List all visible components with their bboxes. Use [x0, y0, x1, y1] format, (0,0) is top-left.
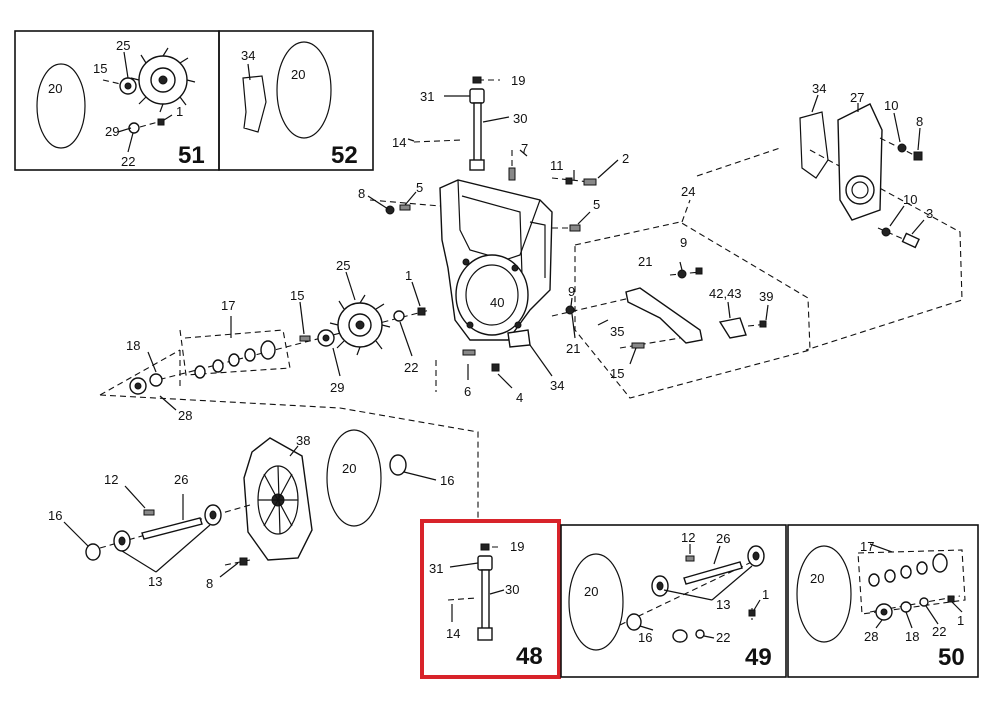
callout-30: 30	[505, 582, 519, 597]
callout-38: 38	[296, 433, 310, 448]
callout-15: 15	[610, 366, 624, 381]
callout-13: 13	[716, 597, 730, 612]
callout-8: 8	[206, 576, 213, 591]
callout-9: 9	[680, 235, 687, 250]
callout-10: 10	[903, 192, 917, 207]
callout-1: 1	[405, 268, 412, 283]
callout-11: 11	[550, 158, 564, 173]
panel-number-49: 49	[745, 644, 772, 671]
callout-8: 8	[358, 186, 365, 201]
panel-number-52: 52	[331, 142, 358, 169]
inset-panel-49: 12 26 20 13 1 16 22 49	[560, 524, 787, 678]
callout-22: 22	[404, 360, 418, 375]
callout-1: 1	[762, 587, 769, 602]
callout-5: 5	[593, 197, 600, 212]
callout-39: 39	[759, 289, 773, 304]
callout-10: 10	[884, 98, 898, 113]
end-cover-assembly: 34 27 10 8 10 3	[799, 81, 933, 249]
inset-panel-52: 34 20 52	[218, 30, 374, 171]
callout-2: 2	[622, 151, 629, 166]
callout-17: 17	[221, 298, 235, 313]
callout-21: 21	[638, 254, 652, 269]
callout-22: 22	[932, 624, 946, 639]
callout-28: 28	[864, 629, 878, 644]
callout-16: 16	[440, 473, 454, 488]
inset-panel-50: 17 20 28 18 22 1 50	[787, 524, 979, 678]
callout-34: 34	[812, 81, 826, 96]
callout-20: 20	[584, 584, 598, 599]
callout-29: 29	[330, 380, 344, 395]
o-ring-part	[36, 63, 86, 149]
callout-5: 5	[416, 180, 423, 195]
callout-1: 1	[957, 613, 964, 628]
callout-20: 20	[48, 81, 62, 96]
callout-26: 26	[716, 531, 730, 546]
callout-12: 12	[104, 472, 118, 487]
callout-1: 1	[176, 104, 183, 119]
callout-18: 18	[126, 338, 140, 353]
callout-34: 34	[241, 48, 255, 63]
callout-21: 21	[566, 341, 580, 356]
callout-27: 27	[850, 90, 864, 105]
inset-panel-48: 19 31 30 14 48	[420, 519, 561, 679]
callout-26: 26	[174, 472, 188, 487]
callout-12: 12	[681, 530, 695, 545]
callout-18: 18	[905, 629, 919, 644]
callout-34: 34	[550, 378, 564, 393]
impeller-part	[130, 47, 196, 113]
highlight-box	[420, 519, 561, 679]
main-housing-assembly: 31 19 30 14 7 11 2 8 5 5 40	[358, 73, 629, 348]
callout-20: 20	[291, 67, 305, 82]
callout-30: 30	[513, 111, 527, 126]
callout-29: 29	[105, 124, 119, 139]
callout-9: 9	[568, 284, 575, 299]
callout-8: 8	[916, 114, 923, 129]
callout-25: 25	[336, 258, 350, 273]
panel-number-48: 48	[516, 643, 543, 670]
panel-number-51: 51	[178, 142, 205, 169]
inset-panel-51: 20 15 25 29 1 22 51	[14, 30, 220, 171]
callout-16: 16	[48, 508, 62, 523]
callout-31: 31	[429, 561, 443, 576]
panel-number-50: 50	[938, 644, 965, 671]
callout-19: 19	[510, 539, 524, 554]
impeller-part	[329, 294, 391, 356]
housing-small-parts: 6 4 34	[435, 344, 564, 405]
callout-16: 16	[638, 630, 652, 645]
callout-3: 3	[926, 206, 933, 221]
callout-13: 13	[148, 574, 162, 589]
gasket-part	[242, 75, 267, 133]
impeller-seal-row: 17 15 25 1 18 28 29 22	[99, 258, 479, 522]
callout-14: 14	[392, 135, 406, 150]
callout-20: 20	[342, 461, 356, 476]
callout-31: 31	[420, 89, 434, 104]
callout-6: 6	[464, 384, 471, 399]
callout-22: 22	[121, 154, 135, 169]
callout-35: 35	[610, 324, 624, 339]
callout-24: 24	[681, 184, 695, 199]
callout-17: 17	[860, 539, 874, 554]
callout-25: 25	[116, 38, 130, 53]
callout-19: 19	[511, 73, 525, 88]
shaft-bearing-row: 38 20 16 12 26 16 13 8	[48, 429, 454, 591]
callout-15: 15	[290, 288, 304, 303]
callout-20: 20	[810, 571, 824, 586]
callout-40: 40	[490, 295, 504, 310]
callout-22: 22	[716, 630, 730, 645]
callout-42-43: 42,43	[709, 286, 742, 301]
callout-4: 4	[516, 390, 523, 405]
callout-7: 7	[521, 141, 528, 156]
callout-14: 14	[446, 626, 460, 641]
callout-28: 28	[178, 408, 192, 423]
linkage-assembly: 9 21 9 21 35 15 42,43 39	[551, 235, 773, 381]
callout-15: 15	[93, 61, 107, 76]
